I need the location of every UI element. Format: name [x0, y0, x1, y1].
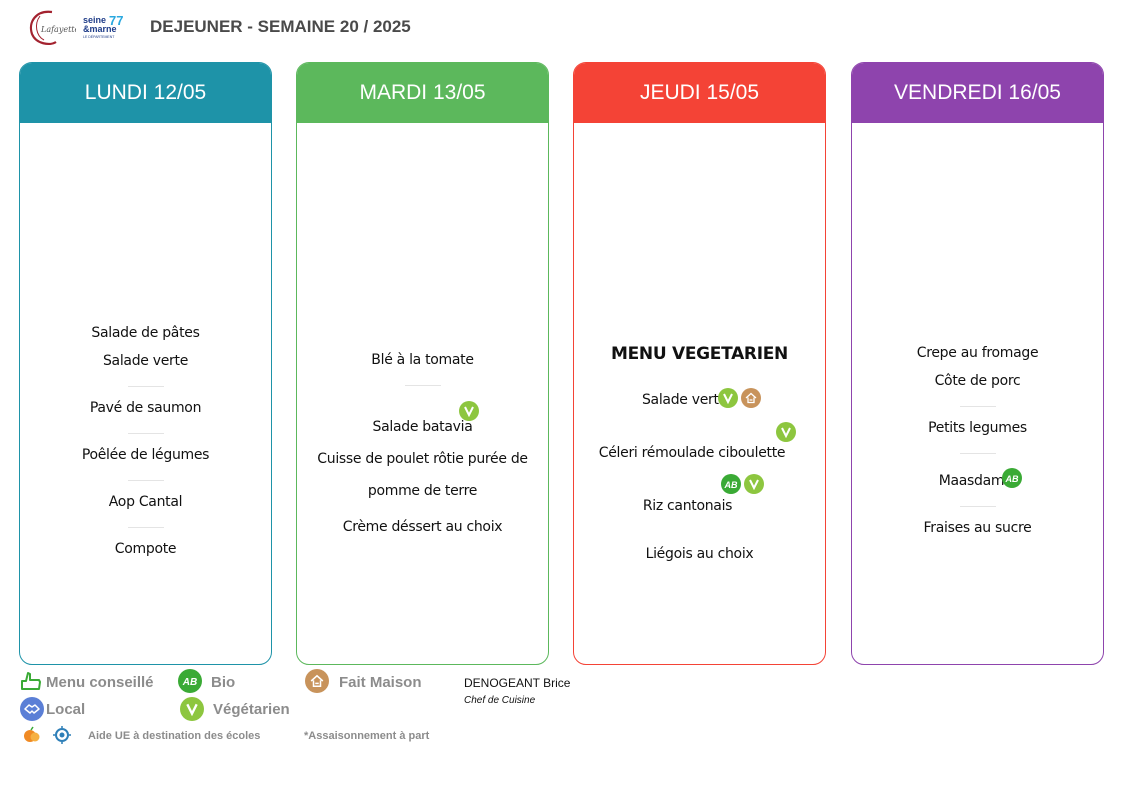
separator — [127, 386, 164, 387]
vegetarian-icon — [744, 474, 764, 494]
separator — [959, 506, 996, 507]
svg-text:&marne: &marne — [83, 24, 117, 34]
fruit-icon — [22, 726, 42, 749]
handshake-icon — [20, 697, 44, 721]
vegetarian-icon — [718, 388, 738, 408]
dish: Compote — [114, 541, 177, 557]
hand-icon — [20, 671, 42, 696]
dish: Cuisse de poulet rôtie purée de — [317, 451, 528, 467]
day-header: VENDREDI 16/05 — [852, 63, 1103, 123]
lafayette-logo: Lafayette — [26, 8, 79, 48]
svg-text:AB: AB — [182, 677, 197, 688]
svg-text:LE DÉPARTEMENT: LE DÉPARTEMENT — [83, 34, 115, 39]
separator — [127, 527, 164, 528]
vegetarian-icon — [776, 422, 796, 442]
dish: Salade verte — [102, 353, 189, 369]
legend-fait-maison: Fait Maison — [339, 674, 422, 691]
bio-icon: AB — [1002, 468, 1022, 488]
legend-aide-ue: Aide UE à destination des écoles — [88, 730, 261, 742]
day-header: LUNDI 12/05 — [20, 63, 271, 123]
legend-bio: Bio — [211, 674, 236, 691]
day-header: JEUDI 15/05 — [574, 63, 825, 123]
day-card-mardi: MARDI 13/05 Blé à la tomate Salade batav… — [296, 62, 549, 665]
separator — [127, 433, 164, 434]
dish: Maasdam — [938, 473, 1005, 489]
chef-name: DENOGEANT Brice — [464, 676, 571, 690]
vegetarian-icon — [459, 401, 479, 421]
dish: Poêlée de légumes — [81, 447, 210, 463]
svg-text:AB: AB — [1005, 474, 1019, 484]
separator — [404, 385, 441, 386]
dish: Côte de porc — [934, 373, 1021, 389]
svg-text:seine: seine — [83, 15, 106, 25]
bio-icon: AB — [178, 669, 202, 693]
seine-et-marne-logo: seine &marne LE DÉPARTEMENT 77 — [82, 12, 126, 42]
page-title: DEJEUNER - SEMAINE 20 / 2025 — [150, 17, 411, 36]
day-header: MARDI 13/05 — [297, 63, 548, 123]
svg-text:AB: AB — [724, 480, 738, 490]
day-card-vendredi: VENDREDI 16/05 Crepe au fromage Côte de … — [851, 62, 1104, 665]
dish: Pavé de saumon — [89, 400, 202, 416]
bio-icon: AB — [721, 474, 741, 494]
dish: Riz cantonais — [642, 498, 733, 514]
menu-vegetarien-title: MENU VEGETARIEN — [610, 344, 788, 364]
dish: Liégois au choix — [645, 546, 754, 562]
eu-milk-icon — [51, 725, 73, 750]
dish: Crème déssert au choix — [342, 519, 503, 535]
day-card-lundi: LUNDI 12/05 Salade de pâtes Salade verte… — [19, 62, 272, 665]
dish: Aop Cantal — [108, 494, 183, 510]
separator — [959, 453, 996, 454]
dish: Céleri rémoulade ciboulette — [598, 445, 786, 461]
day-card-jeudi: JEUDI 15/05 MENU VEGETARIEN Salade verte… — [573, 62, 826, 665]
dish: Fraises au sucre — [923, 520, 1032, 536]
fait-maison-icon — [305, 669, 329, 693]
dish: Salade batavia — [372, 419, 473, 435]
legend-vegetarien: Végétarien — [213, 701, 290, 718]
fait-maison-icon — [741, 388, 761, 408]
dish: Salade de pâtes — [91, 325, 200, 341]
dish: pomme de terre — [367, 483, 478, 499]
svg-text:77: 77 — [109, 13, 123, 28]
dish: Petits legumes — [928, 420, 1027, 436]
dish: Blé à la tomate — [371, 352, 474, 368]
svg-text:Lafayette: Lafayette — [40, 25, 76, 34]
separator — [959, 406, 996, 407]
vegetarian-icon — [180, 697, 204, 721]
legend-local: Local — [46, 701, 86, 718]
legend-assaisonnement: *Assaisonnement à part — [304, 730, 430, 742]
separator — [127, 480, 164, 481]
dish: Crepe au fromage — [916, 345, 1039, 361]
legend-menu-conseille: Menu conseillé — [46, 674, 154, 691]
dish: Salade verte — [641, 392, 728, 408]
chef-title: Chef de Cuisine — [464, 695, 536, 706]
